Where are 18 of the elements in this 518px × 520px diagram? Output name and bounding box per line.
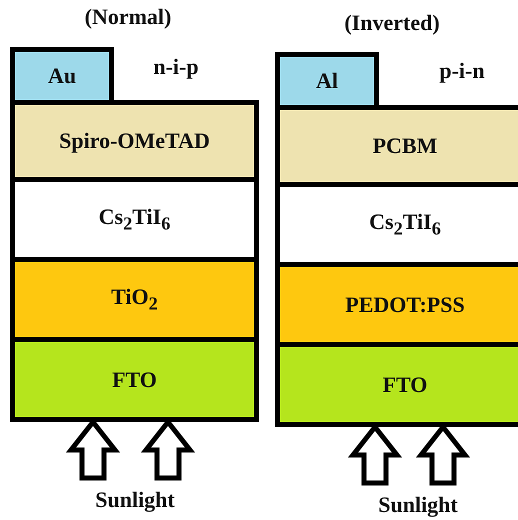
layer-label: Cs$_{2}$TiI$_{6}$ [98, 204, 170, 235]
layer-label: PEDOT:PSS [345, 292, 465, 318]
label-text: p-i-n [439, 58, 485, 84]
layer-label: TiO$_{2}$ [111, 284, 158, 315]
layer-label: Al [316, 68, 338, 94]
label-text: (Inverted) [344, 10, 440, 36]
layer-box [10, 47, 114, 100]
label-text: Sunlight [95, 487, 175, 513]
label-text: n-i-p [153, 54, 199, 80]
label-text: (Normal) [84, 4, 172, 30]
layer-label: FTO [382, 372, 428, 398]
layer-label: PCBM [372, 133, 438, 159]
label-text: Sunlight [378, 492, 458, 518]
layer-label: FTO [112, 366, 157, 392]
layer-label: Cs$_{2}$TiI$_{6}$ [369, 209, 441, 240]
layer-box [275, 52, 379, 105]
layer-label: Au [48, 63, 76, 89]
layer-label: Spiro-OMeTAD [59, 128, 210, 154]
